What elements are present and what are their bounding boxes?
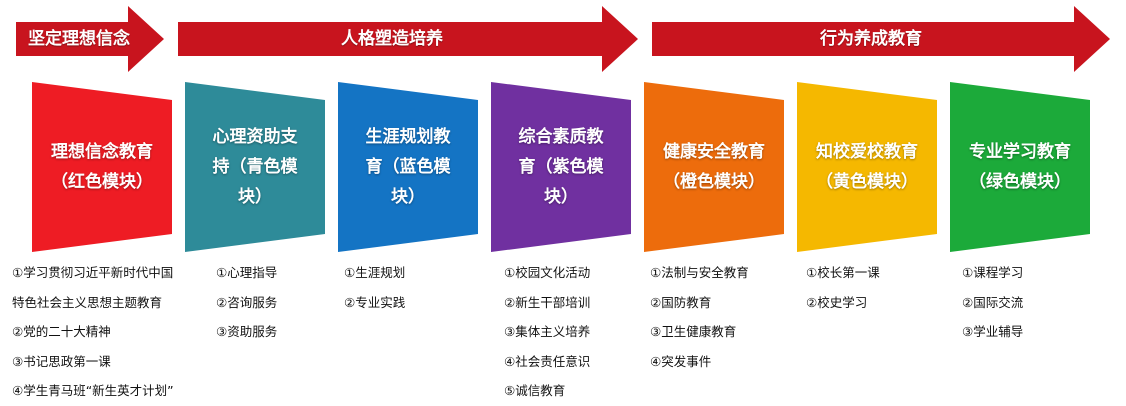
list-item: ③学业辅导 (962, 324, 1024, 339)
module-card-title: 健康安全教育 （橙色模块） (650, 82, 778, 252)
module-card-shape (797, 82, 937, 252)
module-card-shape (338, 82, 478, 252)
module-card-shape (644, 82, 784, 252)
module-card-shape (32, 82, 172, 252)
module-card-title: 知校爱校教育 （黄色模块） (803, 82, 931, 252)
module-items-green: ①课程学习 ②国际交流 ③学业辅导 (962, 258, 1023, 347)
list-item: 特色社会主义思想主题教育 (12, 294, 163, 310)
module-title-line: 专业学习教育 (969, 142, 1071, 162)
stage-arrow-2: 人格塑造培养 (178, 6, 638, 72)
list-item: ①校长第一课 (806, 265, 880, 280)
module-card-orange: 健康安全教育 （橙色模块） (644, 82, 784, 252)
list-item: ②国际交流 (962, 294, 1024, 310)
module-card-yellow: 知校爱校教育 （黄色模块） (797, 82, 937, 252)
arrow-shape-icon (16, 6, 164, 72)
module-items-yellow: ①校长第一课 ②校史学习 (806, 258, 880, 317)
list-item: ①课程学习 (962, 265, 1024, 280)
list-item: ①法制与安全教育 (650, 265, 749, 280)
list-item: ①学习贯彻习近平新时代中国 (12, 265, 174, 280)
list-item: ①生涯规划 (344, 265, 406, 280)
module-card-title: 综合素质教 育（紫色模 块） (497, 82, 625, 252)
module-title-line: （橙色模块） (663, 172, 765, 192)
list-item: ②新生干部培训 (504, 294, 591, 310)
module-items-blue: ①生涯规划 ②专业实践 (344, 258, 405, 317)
module-title-line: 知校爱校教育 (816, 142, 918, 162)
module-card-title: 心理资助支 持（青色模 块） (191, 82, 319, 252)
list-item: ③资助服务 (216, 324, 278, 339)
module-card-title: 生涯规划教 育（蓝色模 块） (344, 82, 472, 252)
module-items-orange: ①法制与安全教育 ②国防教育 ③卫生健康教育 ④突发事件 (650, 258, 749, 376)
module-title-line: 理想信念教育 (51, 142, 153, 162)
module-card-shape (491, 82, 631, 252)
module-card-purple: 综合素质教 育（紫色模 块） (491, 82, 631, 252)
module-title-line: （红色模块） (51, 172, 153, 192)
list-item: ①心理指导 (216, 265, 278, 280)
list-item: ③书记思政第一课 (12, 353, 111, 369)
module-title-line: 育（蓝色模 (365, 157, 451, 177)
module-title-line: 综合素质教 (518, 127, 604, 147)
stage-arrow-1: 坚定理想信念 (16, 6, 164, 72)
module-title-line: （黄色模块） (816, 172, 918, 192)
module-title-line: 育（紫色模 (518, 157, 604, 177)
module-card-title: 理想信念教育 （红色模块） (38, 82, 166, 252)
module-card-red: 理想信念教育 （红色模块） (32, 82, 172, 252)
stage-arrow-label: 行为养成教育 (820, 29, 922, 49)
stage-arrow-label: 人格塑造培养 (341, 29, 443, 49)
module-title-line: 块） (544, 187, 578, 207)
list-item: ④突发事件 (650, 353, 712, 369)
stage-arrow-3: 行为养成教育 (652, 6, 1110, 72)
list-item: ③卫生健康教育 (650, 324, 737, 339)
module-title-line: 生涯规划教 (365, 127, 451, 147)
module-card-teal: 心理资助支 持（青色模 块） (185, 82, 325, 252)
module-title-line: （绿色模块） (969, 172, 1071, 192)
list-item: ②咨询服务 (216, 294, 278, 310)
list-item: ②国防教育 (650, 294, 712, 310)
list-item: ③集体主义培养 (504, 324, 591, 339)
list-item: ①校园文化活动 (504, 265, 591, 280)
list-item: ⑤诚信教育 (504, 383, 566, 398)
module-card-shape (950, 82, 1090, 252)
module-card-shape (185, 82, 325, 252)
list-item: ②专业实践 (344, 294, 406, 310)
module-title-line: 心理资助支 (212, 127, 298, 147)
module-title-line: 块） (391, 187, 425, 207)
list-item: ④学生青马班“新生英才计划” (12, 383, 174, 398)
module-title-line: 健康安全教育 (663, 142, 765, 162)
stage-arrow-label: 坚定理想信念 (28, 29, 130, 49)
module-title-line: 块） (238, 187, 272, 207)
arrow-shape-icon (652, 6, 1110, 72)
module-card-green: 专业学习教育 （绿色模块） (950, 82, 1090, 252)
list-item: ④社会责任意识 (504, 353, 591, 369)
module-items-teal: ①心理指导 ②咨询服务 ③资助服务 (216, 258, 277, 347)
arrow-shape-icon (178, 6, 638, 72)
module-items-red: ①学习贯彻习近平新时代中国 特色社会主义思想主题教育 ②党的二十大精神 ③书记思… (12, 258, 174, 406)
list-item: ②校史学习 (806, 294, 868, 310)
module-card-blue: 生涯规划教 育（蓝色模 块） (338, 82, 478, 252)
module-items-purple: ①校园文化活动 ②新生干部培训 ③集体主义培养 ④社会责任意识 ⑤诚信教育 (504, 258, 590, 406)
module-title-line: 持（青色模 (212, 157, 298, 177)
list-item: ②党的二十大精神 (12, 324, 111, 339)
module-card-title: 专业学习教育 （绿色模块） (956, 82, 1084, 252)
